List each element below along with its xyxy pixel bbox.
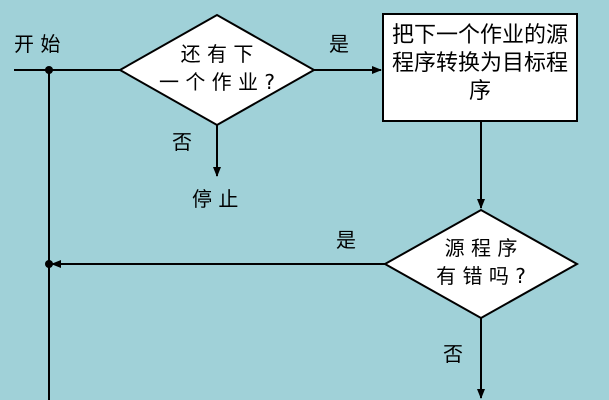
decision-more-jobs-line2: 一 个 作 业 ?	[158, 70, 276, 94]
no-label-top: 否	[172, 130, 192, 154]
decision-has-errors-line1: 源 程 序	[444, 236, 518, 260]
junction-top	[45, 66, 53, 74]
decision-has-errors-shape	[382, 208, 580, 320]
no-label-bottom: 否	[443, 342, 463, 366]
decision-has-errors-line2: 有 错 吗 ?	[436, 264, 526, 288]
junction-bottom	[45, 260, 53, 268]
decision-has-errors-text: 源 程 序 有 错 吗 ?	[411, 234, 551, 290]
decision-more-jobs-text: 还 有 下 一 个 作 业 ?	[137, 40, 297, 96]
stop-label: 停 止	[192, 187, 239, 211]
yes-label-top: 是	[329, 32, 349, 56]
process-translate-text: 把下一个作业的源程序转换为目标程序	[391, 23, 568, 104]
decision-more-jobs-line1: 还 有 下	[180, 42, 254, 66]
process-translate-box	[382, 13, 578, 122]
yes-label-bottom: 是	[336, 228, 356, 252]
start-label: 开 始	[14, 32, 61, 56]
